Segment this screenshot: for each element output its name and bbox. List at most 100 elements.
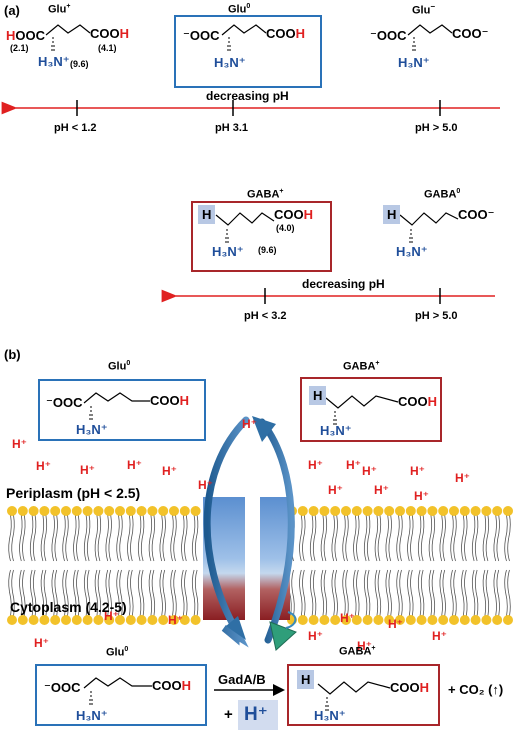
glu-plus-right-carboxyl: COOH [90, 26, 130, 41]
gaba-bottom-skeleton [317, 681, 391, 695]
lipid-head [470, 615, 481, 625]
lipid-head [190, 506, 201, 516]
glu-bottom-amine: H₃N⁺ [76, 708, 108, 723]
lipid-tail [170, 569, 177, 617]
lipid-tail [40, 569, 48, 617]
lipid-tail [19, 569, 26, 617]
lipid-head [503, 506, 513, 516]
proton: H⁺ [362, 464, 377, 478]
lipid-tail [353, 569, 360, 617]
lipid-tail [342, 569, 349, 617]
lipid-head [115, 615, 125, 625]
lipid-head [158, 615, 169, 625]
lipid-tail [309, 514, 317, 562]
lipid-head [179, 506, 190, 516]
ph-axis-1-tick-label-2: pH 3.1 [215, 122, 249, 134]
lipid-head [17, 615, 28, 625]
lipid-head [459, 506, 470, 516]
lipid-tail [94, 514, 102, 562]
lipid-head [373, 506, 384, 516]
ph-axis-1-tick-label-1: pH < 1.2 [54, 122, 97, 134]
proton: H⁺ [80, 463, 95, 477]
glu-top-left-carboxylate: ⁻OOC [46, 395, 83, 410]
lipid-tail [181, 514, 188, 562]
glu-plus-pka1: (2.1) [10, 43, 29, 53]
lipid-tail [471, 514, 479, 562]
lipid-head [373, 615, 384, 625]
glu-zero-amine: H₃N⁺ [214, 55, 246, 70]
gaba-top-h-highlight [309, 386, 326, 405]
lipid-head [438, 506, 449, 516]
gaba-plus-pka2: (9.6) [258, 245, 277, 255]
lipid-tail [62, 514, 69, 562]
glu-minus-name: Glu− [412, 2, 436, 17]
lipid-head [384, 615, 395, 625]
lipid-head [61, 506, 71, 516]
lipid-head [308, 615, 319, 625]
gaba-zero-h-highlight [383, 205, 400, 224]
lipid-tail [19, 514, 26, 562]
antiporter-arrow-right [258, 418, 295, 644]
gaba-top-amine: H₃N⁺ [320, 423, 352, 438]
lipid-tail [116, 569, 123, 617]
lipid-head [190, 615, 201, 625]
glu-zero-box [174, 15, 322, 88]
lipid-tail [417, 514, 425, 562]
glu-bottom-left-carboxylate: ⁻OOC [44, 680, 81, 695]
glu-top-right-carboxyl: COOH [150, 393, 190, 408]
proton: H⁺ [414, 489, 429, 503]
gaba-plus-name: GABA+ [247, 188, 284, 201]
proton: H⁺ [328, 483, 343, 497]
gaba-zero-alpha-h: H [387, 207, 397, 222]
lipid-tail [116, 514, 123, 562]
gaba-bottom-h-highlight [297, 670, 314, 689]
lipid-tail [407, 569, 414, 617]
lipid-head [179, 615, 190, 625]
gaba-plus-box [191, 201, 332, 272]
lipid-head [50, 615, 61, 625]
gaba-bottom-stereo-bond [325, 697, 329, 711]
lipid-tail [127, 514, 134, 562]
glu-plus-skeleton [45, 24, 91, 36]
gaba-top-name: GABA+ [343, 360, 380, 373]
lipid-tail [374, 514, 382, 562]
lipid-head [7, 615, 17, 625]
gaba-top-carboxyl: COOH [398, 394, 438, 409]
lipid-head [82, 615, 93, 625]
lipid-tail [396, 569, 403, 617]
lipid-head [104, 615, 115, 625]
lipid-tail [83, 514, 91, 562]
gaba-bottom-name: GABA+ [339, 645, 376, 658]
glu-zero-name: Glu0 [228, 3, 251, 16]
big-proton: H⁺ [244, 704, 268, 725]
proton: H⁺ [162, 464, 177, 478]
lipid-head [330, 506, 341, 516]
proton: H⁺ [36, 459, 51, 473]
lipid-head [297, 615, 308, 625]
lipid-head [449, 615, 459, 625]
lipid-head [384, 506, 395, 516]
lipid-tail [417, 569, 425, 617]
glu-top-box [38, 379, 206, 441]
glu-minus-stereo-bond [412, 37, 416, 51]
glu-top-skeleton [83, 392, 150, 404]
lipid-tail [159, 569, 166, 617]
panel-b-label: (b) [4, 347, 21, 362]
lipid-tail [8, 514, 15, 562]
lipid-head [319, 506, 330, 516]
plus-sign: + [224, 706, 233, 723]
lipid-head [136, 506, 147, 516]
lipid-head [481, 615, 492, 625]
lipid-head [459, 615, 470, 625]
glu-minus-right-carboxylate: COO⁻ [452, 26, 489, 41]
lipid-head [341, 615, 351, 625]
ph-axis-2-tick-label-2: pH > 5.0 [415, 310, 458, 322]
lipid-tail [461, 569, 468, 617]
glu-minus-amine: H₃N⁺ [398, 55, 430, 70]
lipid-head [147, 615, 158, 625]
lipid-head [351, 506, 362, 516]
lipid-bilayer [7, 506, 513, 625]
lipid-head [104, 506, 115, 516]
proton: H⁺ [432, 629, 447, 643]
ph-axis-1-tick-label-3: pH > 5.0 [415, 122, 458, 134]
